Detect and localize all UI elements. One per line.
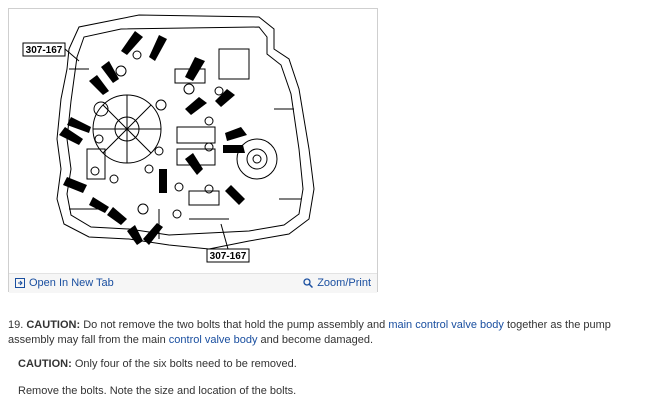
caution-note-label: CAUTION: — [18, 358, 72, 370]
caution-note: CAUTION: Only four of the six bolts need… — [18, 358, 297, 370]
figure-container: 307-167 307-167 Open In New Tab Zoom/Pri… — [8, 8, 378, 293]
figure-toolbar: Open In New Tab Zoom/Print — [9, 273, 377, 293]
open-new-tab-icon — [15, 278, 25, 288]
callout-top: 307-167 — [26, 45, 63, 56]
open-in-new-tab-link[interactable]: Open In New Tab — [15, 277, 114, 289]
remove-bolts-instruction: Remove the bolts. Note the size and loca… — [18, 385, 297, 397]
zoom-print-link[interactable]: Zoom/Print — [303, 277, 371, 289]
magnifier-icon — [303, 278, 314, 288]
main-control-valve-body-link[interactable]: main control valve body — [388, 319, 504, 331]
step-19-paragraph: 19. CAUTION: Do not remove the two bolts… — [8, 318, 640, 348]
step-number: 19. — [8, 319, 24, 331]
zoom-print-label: Zoom/Print — [317, 277, 371, 289]
callout-bottom: 307-167 — [210, 251, 247, 262]
caution-label: CAUTION: — [26, 319, 81, 331]
open-in-new-tab-label: Open In New Tab — [29, 277, 114, 289]
step-text-2: together as the pump assembly may fall f… — [8, 319, 611, 346]
step-text-3: and become damaged. — [260, 334, 374, 346]
control-valve-body-link[interactable]: control valve body — [168, 334, 258, 346]
step-text-1: Do not remove the two bolts that hold th… — [83, 319, 386, 331]
transmission-valve-body-diagram: 307-167 307-167 — [22, 14, 315, 263]
caution-note-text: Only four of the six bolts need to be re… — [74, 358, 297, 370]
